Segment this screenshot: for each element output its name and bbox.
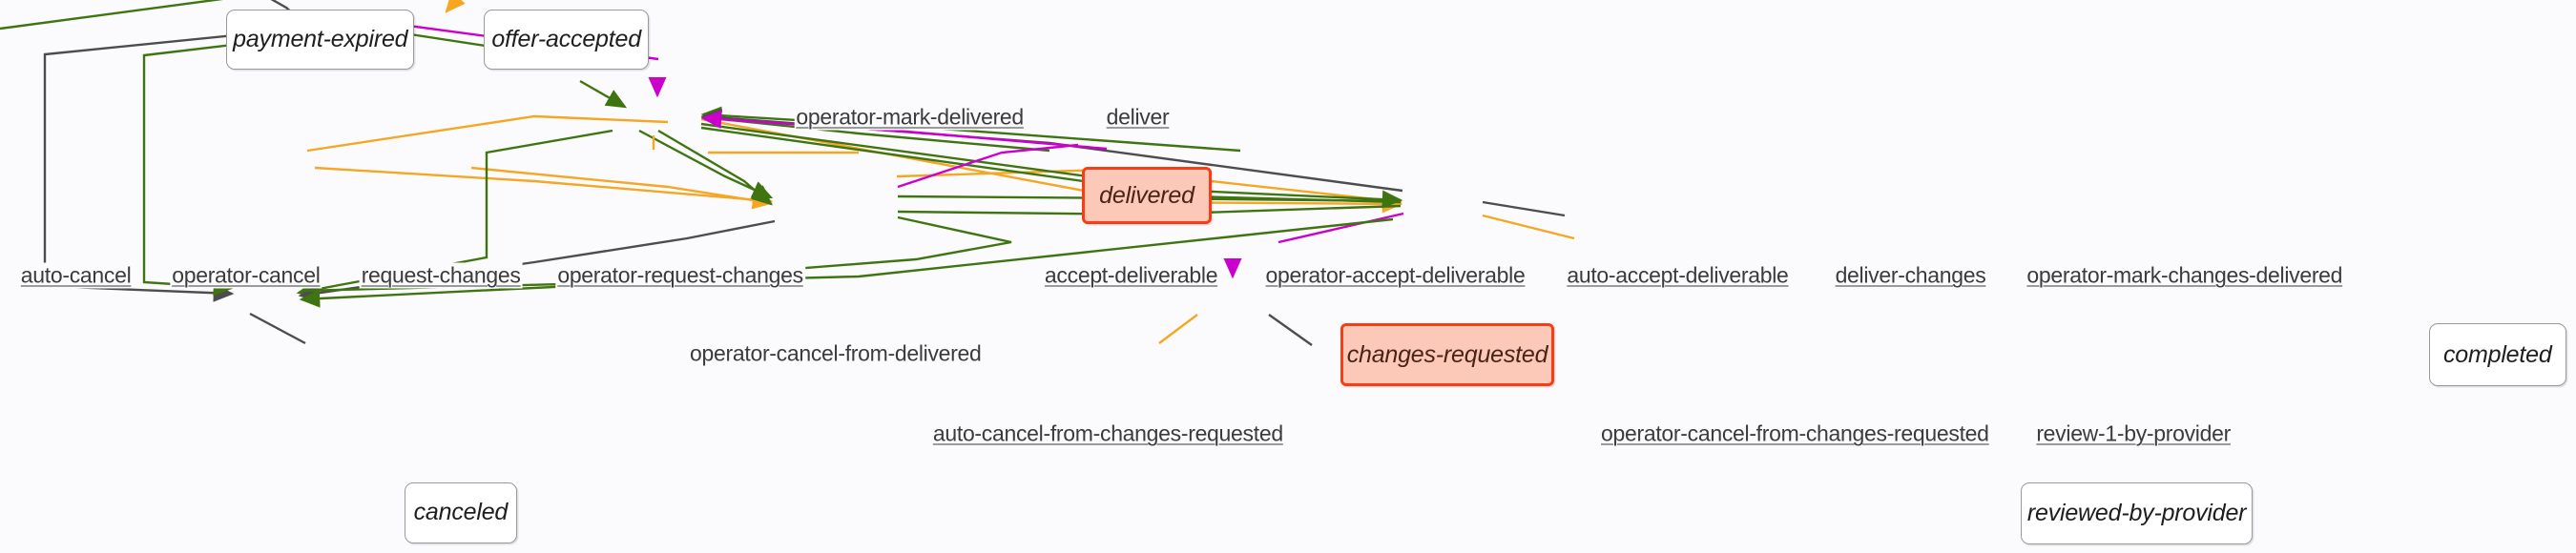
edge-label-accept-deliverable[interactable]: accept-deliverable: [1042, 262, 1220, 289]
state-node-label: changes-requested: [1346, 340, 1548, 368]
state-node-reviewed-by-provider[interactable]: reviewed-by-provider: [2021, 481, 2253, 545]
state-node-label: delivered: [1099, 181, 1195, 209]
edge-label-operator-request-changes[interactable]: operator-request-changes: [555, 262, 805, 289]
state-node-changes-requested[interactable]: changes-requested: [1340, 323, 1554, 387]
state-node-label: canceled: [413, 499, 509, 526]
state-node-label: offer-accepted: [491, 26, 641, 53]
edge-label-auto-cancel[interactable]: auto-cancel: [18, 262, 134, 289]
edge-label-request-changes[interactable]: request-changes: [359, 262, 523, 289]
edge-label-deliver[interactable]: deliver: [1104, 104, 1172, 131]
edge-label-auto-accept-deliverable[interactable]: auto-accept-deliverable: [1565, 262, 1791, 289]
state-node-completed[interactable]: completed: [2428, 323, 2566, 387]
edge-label-operator-mark-changes-delivered[interactable]: operator-mark-changes-delivered: [2025, 262, 2345, 289]
edge-label-deliver-changes[interactable]: deliver-changes: [1833, 262, 1988, 289]
state-node-payment-expired[interactable]: payment-expired: [226, 10, 415, 70]
state-node-label: reviewed-by-provider: [2026, 499, 2247, 526]
state-node-label: payment-expired: [233, 26, 408, 53]
edge-label-auto-cancel-from-changes-requested[interactable]: auto-cancel-from-changes-requested: [930, 420, 1285, 447]
edge-label-operator-mark-delivered[interactable]: operator-mark-delivered: [794, 104, 1026, 131]
edge-label-review-1-by-provider[interactable]: review-1-by-provider: [2034, 420, 2233, 447]
state-node-canceled[interactable]: canceled: [405, 481, 517, 543]
edge-label-operator-accept-deliverable[interactable]: operator-accept-deliverable: [1263, 262, 1527, 289]
state-node-delivered[interactable]: delivered: [1081, 166, 1213, 225]
edge-label-operator-cancel[interactable]: operator-cancel: [170, 262, 322, 289]
edge-label-operator-cancel-from-delivered[interactable]: operator-cancel-from-delivered: [688, 340, 984, 366]
state-node-offer-accepted[interactable]: offer-accepted: [484, 10, 650, 70]
edge-label-operator-cancel-from-changes-requested[interactable]: operator-cancel-from-changes-requested: [1599, 420, 1991, 447]
state-node-label: completed: [2443, 340, 2552, 368]
